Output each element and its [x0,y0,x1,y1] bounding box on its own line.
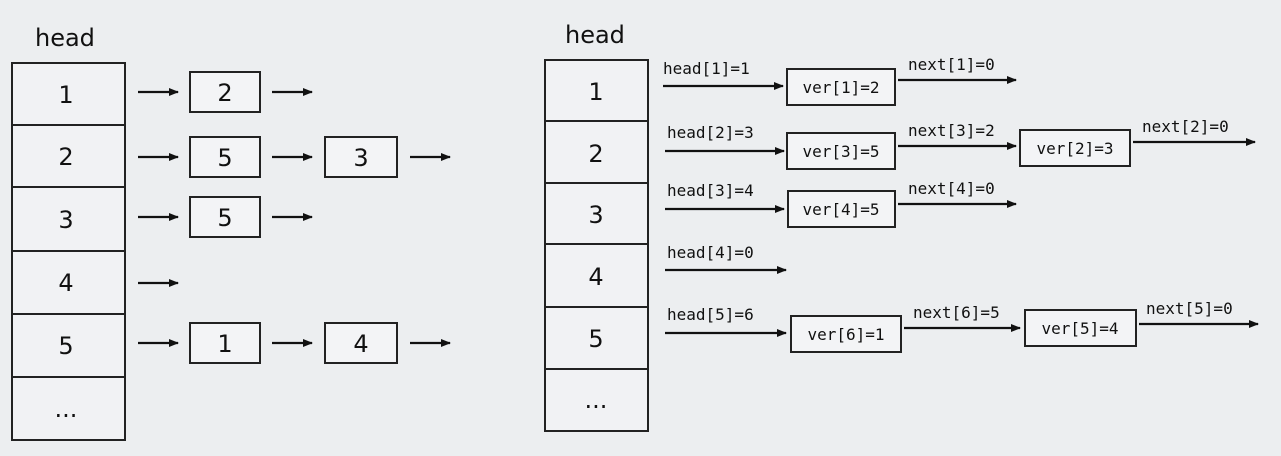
next-entry-label: next[4]=0 [908,179,995,198]
left-node-box [189,136,261,178]
next-entry-label: next[5]=0 [1146,299,1233,318]
right-cell-ellipsis [544,368,649,432]
left-head-array: 1 2 3 4 5 ... [11,62,126,441]
left-node-box [189,71,261,113]
left-cell-3-label: 3 [58,206,73,234]
left-node-label: 2 [217,79,232,107]
right-cell-1 [544,59,649,122]
left-cell-4 [11,250,126,315]
head-entry-label: head[4]=0 [667,243,754,262]
left-cell-ellipsis-label: ... [55,395,78,423]
left-head-label: head [35,24,95,52]
next-entry-label: next[2]=0 [1142,117,1229,136]
ver-node-label: ver[4]=5 [802,200,879,219]
right-head-label: head [565,21,625,49]
ver-node-label: ver[5]=4 [1041,319,1118,338]
left-node-label: 5 [217,204,232,232]
next-entry-label: next[6]=5 [913,303,1000,322]
left-cell-2-label: 2 [58,143,73,171]
right-cell-4-label: 4 [588,263,603,291]
right-head-array: 1 2 3 4 5 ... [544,59,649,432]
left-cell-1 [11,62,126,126]
right-cell-5-label: 5 [588,325,603,353]
left-cell-1-label: 1 [58,81,73,109]
ver-node-label: ver[3]=5 [802,142,879,161]
left-node-label: 3 [353,144,368,172]
ver-node-box [787,190,896,228]
ver-node-box [786,68,896,106]
left-diagram: head 1 2 3 4 5 ... 2 5 3 5 [11,24,451,441]
ver-node-box [1024,309,1137,347]
left-cell-2 [11,124,126,188]
left-node-label: 4 [353,330,368,358]
ver-node-label: ver[6]=1 [807,325,884,344]
next-entry-label: next[1]=0 [908,55,995,74]
left-node-label: 5 [217,144,232,172]
right-cell-1-label: 1 [588,78,603,106]
left-cell-5-label: 5 [58,332,73,360]
right-cell-3-label: 3 [588,201,603,229]
ver-node-box [786,132,896,170]
left-cell-4-label: 4 [58,269,73,297]
head-entry-label: head[3]=4 [667,181,754,200]
left-node-label: 1 [217,330,232,358]
right-cell-5 [544,306,649,370]
left-cell-ellipsis [11,376,126,441]
left-node-box [324,136,398,178]
left-node-box [189,196,261,238]
right-cell-4 [544,243,649,308]
right-diagram: head 1 2 3 4 5 ... head[1]=1 ver[1]=2 ne… [544,21,1259,432]
left-node-box [324,322,398,364]
ver-node-box [790,315,902,353]
ver-node-label: ver[1]=2 [802,78,879,97]
right-cell-3 [544,182,649,245]
next-entry-label: next[3]=2 [908,121,995,140]
ver-node-box [1019,129,1131,167]
right-cell-2 [544,120,649,184]
right-cell-2-label: 2 [588,140,603,168]
head-entry-label: head[2]=3 [667,123,754,142]
right-cell-ellipsis-label: ... [585,386,608,414]
left-node-box [189,322,261,364]
ver-node-label: ver[2]=3 [1036,139,1113,158]
head-entry-label: head[1]=1 [663,59,750,78]
head-entry-label: head[5]=6 [667,305,754,324]
